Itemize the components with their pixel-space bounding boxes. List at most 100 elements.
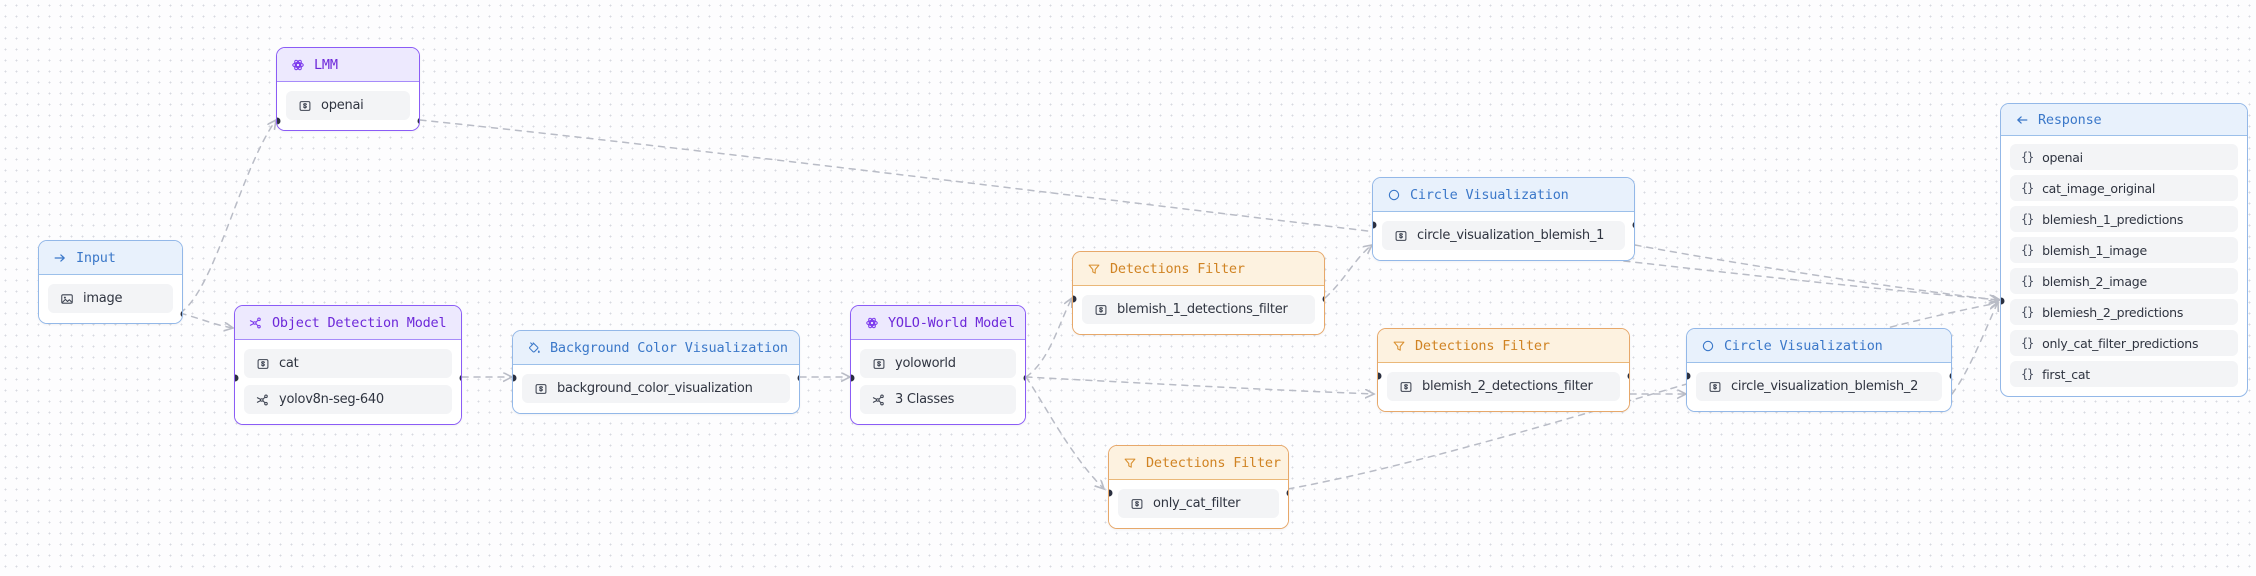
- block-icon: [1398, 379, 1413, 394]
- node-circle-visualization-blemish-1-row[interactable]: circle_visualization_blemish_1: [1382, 221, 1625, 250]
- node-detections-filter-only-cat-row[interactable]: only_cat_filter: [1118, 489, 1279, 518]
- braces-icon: {}: [2021, 181, 2034, 195]
- arrow-left-icon[interactable]: [2014, 112, 2029, 127]
- node-detections-filter-blemish-2-row-label: blemish_2_detections_filter: [1422, 379, 1593, 394]
- node-input[interactable]: Input image: [38, 240, 183, 324]
- handle-detections-filter-blemish-1-output[interactable]: [1322, 295, 1324, 303]
- paint-bucket-icon: [526, 340, 541, 355]
- handle-yolo-world-model-input[interactable]: [851, 374, 855, 382]
- response-output-blemiesh-2-predictions-label: blemiesh_2_predictions: [2042, 304, 2184, 320]
- node-circle-visualization-blemish-2-body: circle_visualization_blemish_2: [1687, 363, 1951, 411]
- handle-object-detection-model-output[interactable]: [459, 374, 461, 382]
- braces-icon: {}: [2021, 274, 2034, 288]
- node-yolo-world-model-row-classes-label: 3 Classes: [895, 392, 955, 407]
- response-output-blemish-2-image-label: blemish_2_image: [2042, 273, 2147, 289]
- node-input-header: Input: [39, 241, 182, 275]
- response-output-blemish-1-image-label: blemish_1_image: [2042, 242, 2147, 258]
- response-panel[interactable]: Response {} openai {} cat_image_original…: [2000, 103, 2248, 397]
- node-detections-filter-blemish-1-title: Detections Filter: [1110, 260, 1245, 277]
- node-detections-filter-blemish-2-body: blemish_2_detections_filter: [1378, 363, 1629, 411]
- handle-circle-visualization-blemish-2-output[interactable]: [1949, 372, 1951, 380]
- node-detections-filter-only-cat-body: only_cat_filter: [1109, 480, 1288, 528]
- braces-icon: {}: [2021, 367, 2034, 381]
- node-object-detection-model[interactable]: Object Detection Model cat: [234, 305, 462, 425]
- model-graph-icon: [871, 392, 886, 407]
- node-lmm-row-openai[interactable]: openai: [286, 91, 410, 120]
- response-output-first-cat[interactable]: {} first_cat: [2010, 361, 2238, 387]
- node-circle-visualization-blemish-1-header: Circle Visualization: [1373, 178, 1634, 212]
- handle-object-detection-model-input[interactable]: [235, 374, 239, 382]
- node-input-row-image[interactable]: image: [48, 284, 173, 313]
- node-background-color-visualization-row[interactable]: background_color_visualization: [522, 374, 790, 403]
- edge-cv2-to-response: [1951, 302, 1998, 395]
- response-output-first-cat-label: first_cat: [2042, 366, 2090, 382]
- response-output-blemish-2-image[interactable]: {} blemish_2_image: [2010, 268, 2238, 294]
- response-output-blemiesh-2-predictions[interactable]: {} blemiesh_2_predictions: [2010, 299, 2238, 325]
- block-icon: [255, 356, 270, 371]
- handle-detections-filter-blemish-2-output[interactable]: [1627, 372, 1629, 380]
- node-object-detection-model-body: cat yolov8n-seg-640: [235, 340, 461, 424]
- edge-yoloworld-to-dfcat: [1025, 376, 1104, 489]
- handle-lmm-input[interactable]: [277, 117, 281, 125]
- node-object-detection-model-row-cat-label: cat: [279, 356, 299, 371]
- edge-yoloworld-to-df1: [1025, 298, 1072, 378]
- node-background-color-visualization-body: background_color_visualization: [513, 365, 799, 413]
- node-yolo-world-model-row-yoloworld[interactable]: yoloworld: [860, 349, 1016, 378]
- node-lmm-header: LMM: [277, 48, 419, 82]
- handle-detections-filter-only-cat-output[interactable]: [1286, 489, 1288, 497]
- handle-background-color-visualization-output[interactable]: [797, 374, 799, 382]
- block-icon: [1093, 302, 1108, 317]
- node-detections-filter-only-cat-title: Detections Filter: [1146, 454, 1281, 471]
- model-graph-icon: [248, 315, 263, 330]
- node-detections-filter-blemish-2-row[interactable]: blemish_2_detections_filter: [1387, 372, 1620, 401]
- circle-icon: [1700, 338, 1715, 353]
- handle-input-output[interactable]: [180, 310, 182, 318]
- response-output-blemish-1-image[interactable]: {} blemish_1_image: [2010, 237, 2238, 263]
- node-yolo-world-model-header: YOLO-World Model: [851, 306, 1025, 340]
- edge-df1-to-cv1: [1324, 245, 1372, 299]
- node-detections-filter-blemish-2-title: Detections Filter: [1415, 337, 1550, 354]
- handle-lmm-output[interactable]: [417, 117, 419, 125]
- node-lmm-body: openai: [277, 82, 419, 130]
- node-object-detection-model-title: Object Detection Model: [272, 314, 447, 331]
- node-circle-visualization-blemish-2-title: Circle Visualization: [1724, 337, 1883, 354]
- atom-icon: [290, 57, 305, 72]
- response-panel-title: Response: [2038, 111, 2102, 128]
- node-yolo-world-model-row-classes[interactable]: 3 Classes: [860, 385, 1016, 414]
- response-output-blemiesh-1-predictions[interactable]: {} blemiesh_1_predictions: [2010, 206, 2238, 232]
- node-circle-visualization-blemish-2[interactable]: Circle Visualization circle_visualizatio…: [1686, 328, 1952, 412]
- node-circle-visualization-blemish-1[interactable]: Circle Visualization circle_visualizatio…: [1372, 177, 1635, 261]
- handle-detections-filter-only-cat-input[interactable]: [1109, 489, 1113, 497]
- node-detections-filter-blemish-1[interactable]: Detections Filter blemish_1_detections_f…: [1072, 251, 1325, 335]
- node-object-detection-model-row-weights[interactable]: yolov8n-seg-640: [244, 385, 452, 414]
- node-detections-filter-only-cat-header: Detections Filter: [1109, 446, 1288, 480]
- response-output-only-cat-filter-predictions[interactable]: {} only_cat_filter_predictions: [2010, 330, 2238, 356]
- node-detections-filter-blemish-2[interactable]: Detections Filter blemish_2_detections_f…: [1377, 328, 1630, 412]
- funnel-icon: [1086, 261, 1101, 276]
- response-output-openai[interactable]: {} openai: [2010, 144, 2238, 170]
- node-circle-visualization-blemish-2-header: Circle Visualization: [1687, 329, 1951, 363]
- response-output-cat-image-original[interactable]: {} cat_image_original: [2010, 175, 2238, 201]
- node-background-color-visualization-row-label: background_color_visualization: [557, 381, 753, 396]
- edge-input-to-object-detection: [179, 312, 233, 328]
- handle-yolo-world-model-output[interactable]: [1023, 374, 1025, 382]
- node-lmm[interactable]: LMM openai: [276, 47, 420, 131]
- node-object-detection-model-row-cat[interactable]: cat: [244, 349, 452, 378]
- braces-icon: {}: [2021, 243, 2034, 257]
- node-detections-filter-only-cat[interactable]: Detections Filter only_cat_filter: [1108, 445, 1289, 529]
- block-icon: [1129, 496, 1144, 511]
- edge-cv1-to-response: [1634, 244, 1998, 300]
- funnel-icon: [1122, 455, 1137, 470]
- node-input-row-image-label: image: [83, 291, 123, 306]
- node-background-color-visualization[interactable]: Background Color Visualization backgroun…: [512, 330, 800, 414]
- node-circle-visualization-blemish-2-row[interactable]: circle_visualization_blemish_2: [1696, 372, 1942, 401]
- handle-response-input[interactable]: [2001, 297, 2005, 305]
- node-detections-filter-blemish-1-row[interactable]: blemish_1_detections_filter: [1082, 295, 1315, 324]
- handle-circle-visualization-blemish-1-output[interactable]: [1632, 221, 1634, 229]
- node-yolo-world-model-row-yoloworld-label: yoloworld: [895, 356, 956, 371]
- node-circle-visualization-blemish-1-body: circle_visualization_blemish_1: [1373, 212, 1634, 260]
- node-yolo-world-model[interactable]: YOLO-World Model yoloworld: [850, 305, 1026, 425]
- handle-background-color-visualization-input[interactable]: [513, 374, 517, 382]
- node-yolo-world-model-body: yoloworld 3 Classes: [851, 340, 1025, 424]
